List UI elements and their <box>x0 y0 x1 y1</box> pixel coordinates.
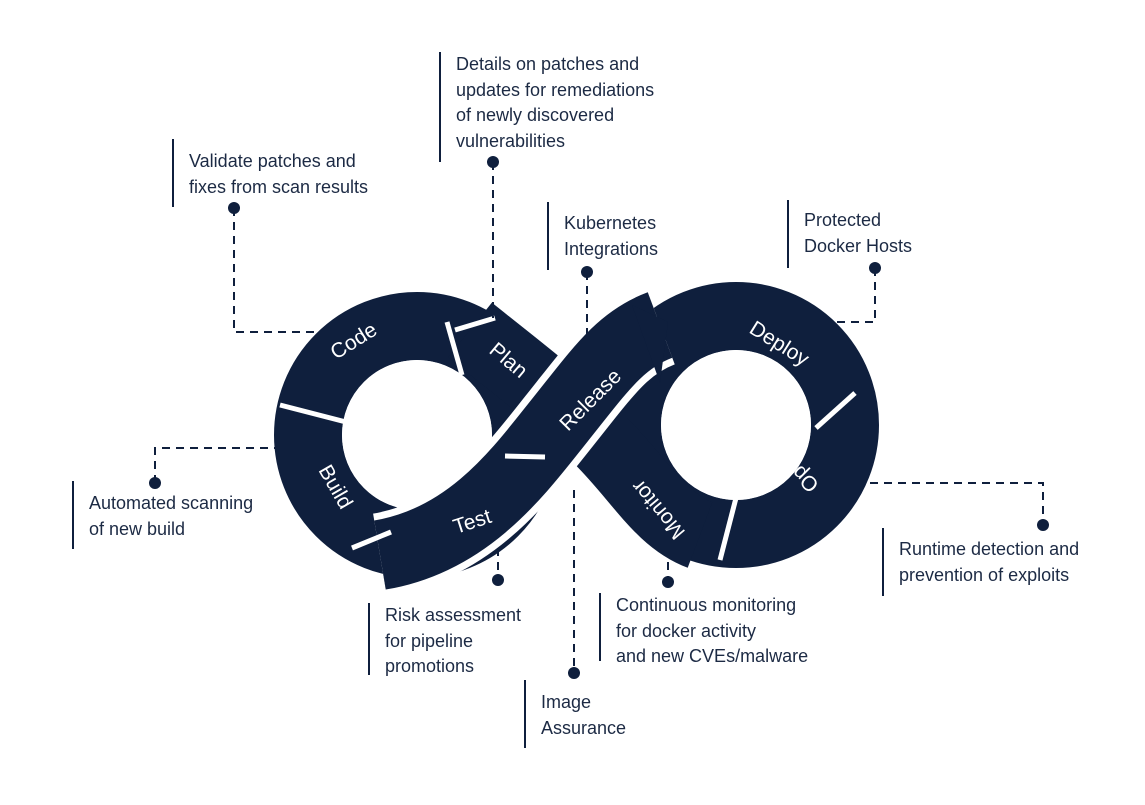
dot-build <box>149 477 161 489</box>
dot-operate <box>1037 519 1049 531</box>
dot-monitor <box>662 576 674 588</box>
annotation-release-k8s: Kubernetes Integrations <box>547 202 658 270</box>
segment-dividers <box>279 315 857 561</box>
annotation-plan-details: Details on patches and updates for remed… <box>439 52 654 162</box>
dot-image <box>568 667 580 679</box>
dot-deploy <box>869 262 881 274</box>
connector-deploy <box>808 268 876 323</box>
dot-release-k8s <box>581 266 593 278</box>
dot-code <box>228 202 240 214</box>
connector-code <box>233 208 318 333</box>
annotation-operate-runtime: Runtime detection and prevention of expl… <box>882 528 1079 596</box>
connector-dots <box>149 156 1049 679</box>
connectors <box>154 162 1044 673</box>
infinity-loop <box>274 282 879 597</box>
annotation-release-image: Image Assurance <box>524 680 626 748</box>
annotation-monitor-continuous: Continuous monitoring for docker activit… <box>599 593 808 666</box>
dot-plan <box>487 156 499 168</box>
connector-build <box>154 447 278 483</box>
connector-operate <box>856 482 1044 525</box>
annotation-code-validate: Validate patches and fixes from scan res… <box>172 139 368 207</box>
dot-test <box>492 574 504 586</box>
annotation-deploy-hosts: Protected Docker Hosts <box>787 200 912 268</box>
annotation-test-risk: Risk assessment for pipeline promotions <box>368 603 521 676</box>
annotation-build-scan: Automated scanning of new build <box>72 481 253 549</box>
